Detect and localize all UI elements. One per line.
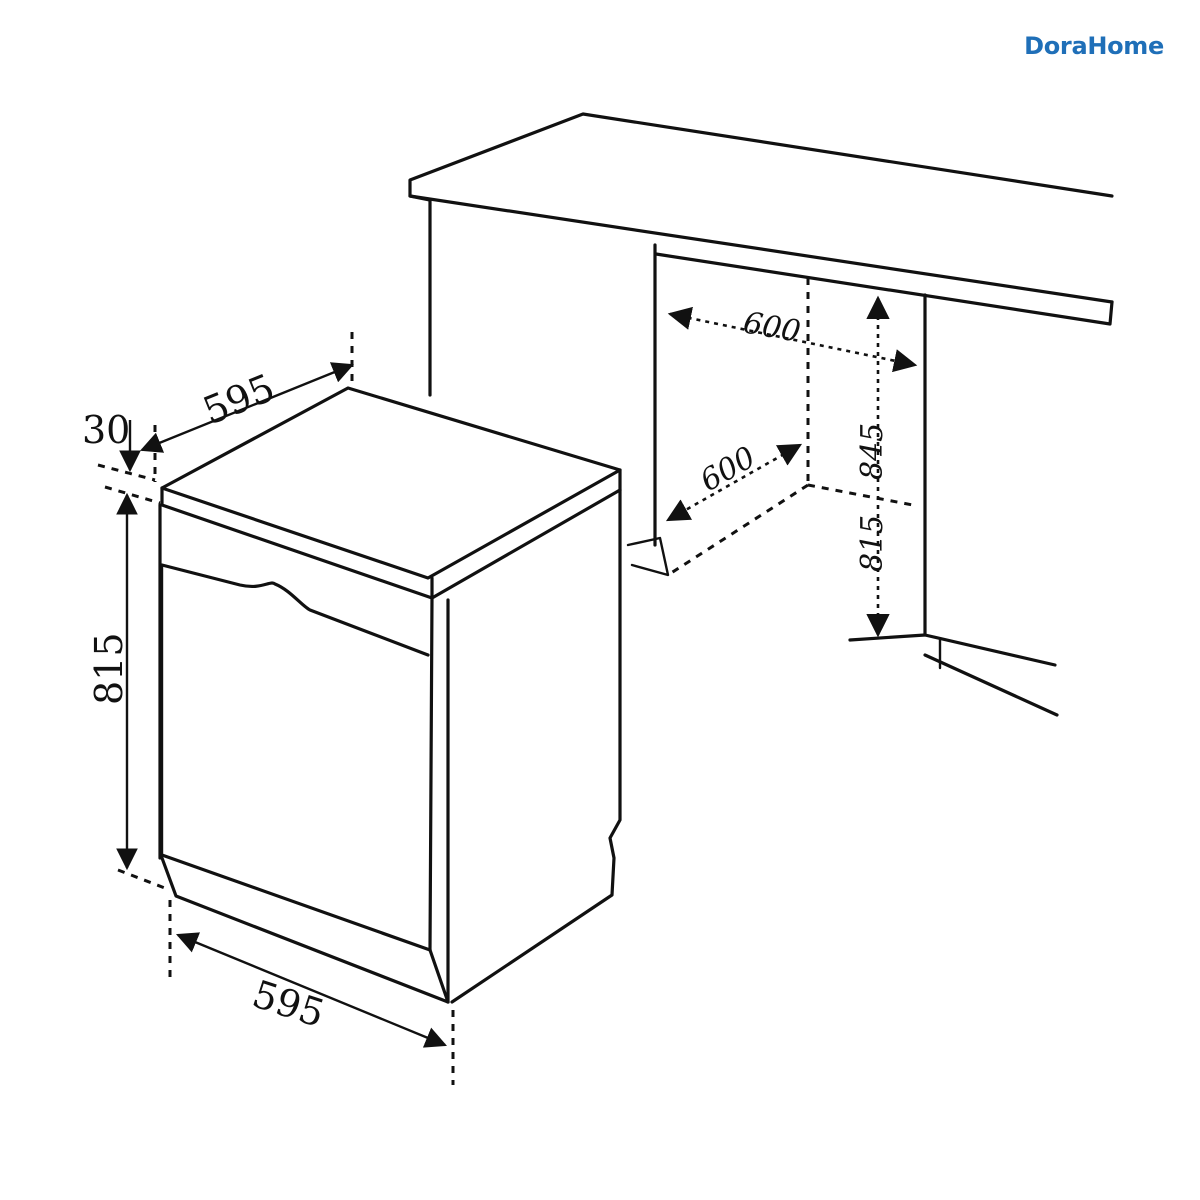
kitchen-cabinet	[408, 112, 1114, 717]
appliance-depth-label: 595	[197, 365, 281, 433]
worktop-gap-label: 30	[82, 408, 130, 452]
appliance-width-arrow	[176, 932, 447, 1048]
dishwasher	[158, 386, 622, 1004]
niche-height-max-label: 845	[855, 423, 890, 480]
dorahome-logo: DoraHome	[1024, 32, 1164, 60]
niche-depth-label: 600	[695, 440, 762, 499]
appliance-depth-arrow	[139, 362, 355, 453]
niche-width-label: 600	[741, 305, 803, 349]
niche-height-min-label: 815	[855, 515, 890, 572]
appliance-dimensions: 595 30 815 595	[82, 332, 455, 1085]
niche-depth-arrow	[665, 443, 803, 522]
appliance-width-label: 595	[247, 972, 330, 1036]
appliance-height-label: 815	[87, 632, 131, 705]
niche-dimensions: 600 600 845 815	[665, 295, 918, 638]
